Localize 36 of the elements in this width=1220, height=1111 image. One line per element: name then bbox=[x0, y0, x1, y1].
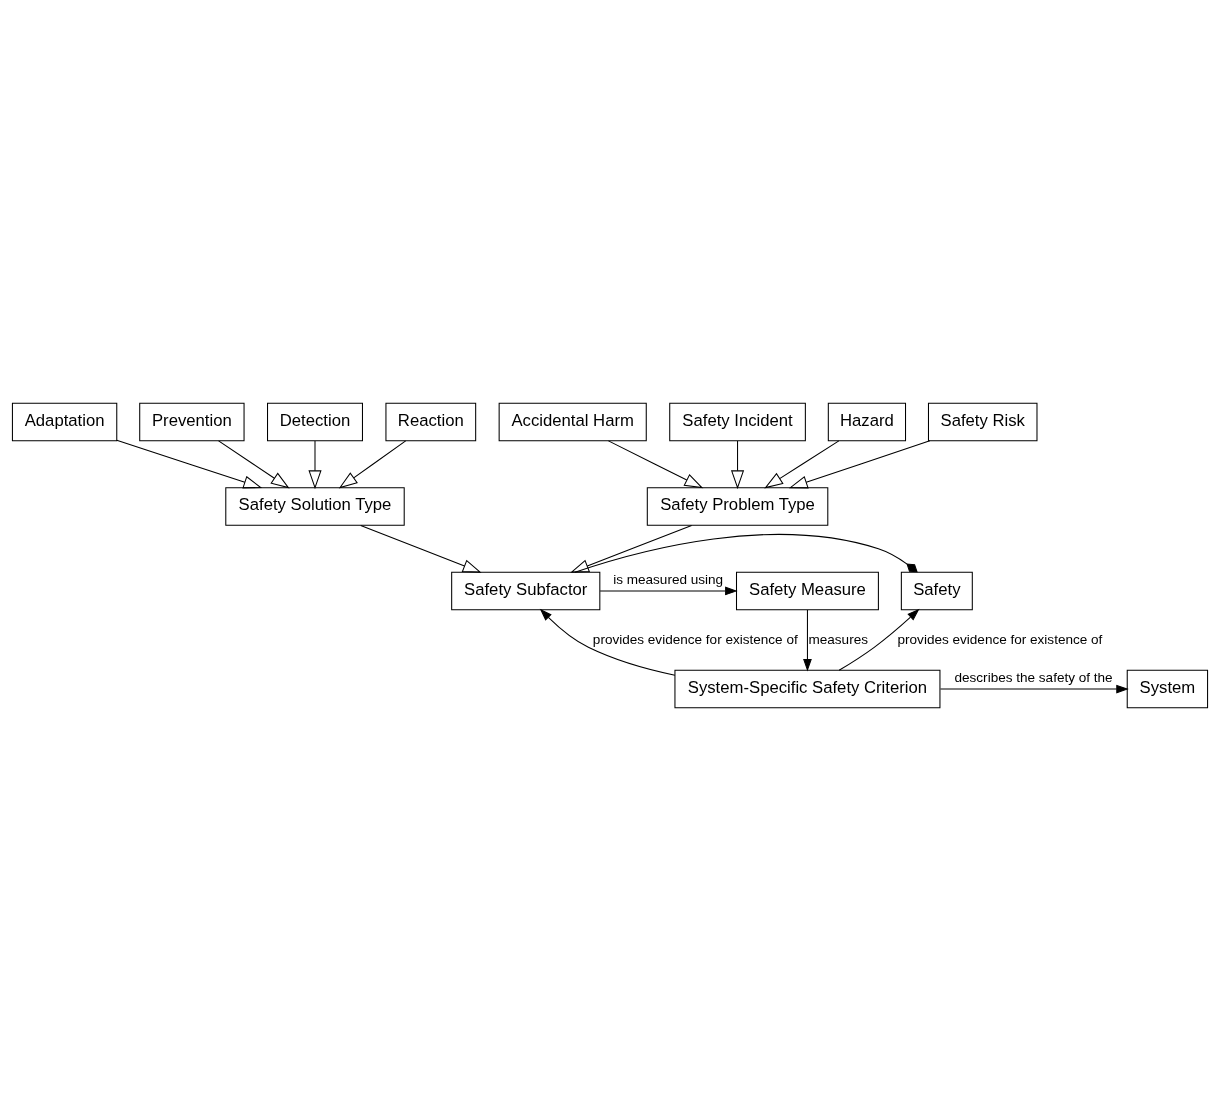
node-box: Safety Problem Type bbox=[646, 487, 829, 526]
arrow bbox=[607, 440, 704, 489]
node-box: Safety Subfactor bbox=[451, 571, 601, 611]
arrow bbox=[730, 440, 745, 490]
node-box: Prevention bbox=[139, 402, 245, 442]
arrow bbox=[764, 440, 840, 489]
node-box: Hazard bbox=[827, 402, 907, 442]
arrow bbox=[838, 608, 920, 671]
arrow bbox=[360, 524, 482, 573]
edge-label: measures bbox=[808, 631, 868, 647]
arrow bbox=[539, 608, 676, 676]
edge-label: provides evidence for existence of bbox=[592, 631, 798, 647]
arrow bbox=[939, 684, 1129, 694]
arrow bbox=[570, 524, 693, 573]
node-box: Adaptation bbox=[11, 402, 118, 442]
node-box: System-Specific Safety Criterion bbox=[674, 669, 941, 709]
connector bbox=[574, 534, 918, 573]
node-box: Reaction bbox=[385, 402, 477, 442]
node-box: Accidental Harm bbox=[498, 402, 647, 442]
node-box: Safety Measure bbox=[736, 571, 879, 611]
arrow bbox=[308, 440, 322, 490]
node-box: Safety bbox=[900, 571, 973, 611]
arrow bbox=[338, 440, 407, 489]
node-box: System bbox=[1126, 669, 1209, 709]
arrow bbox=[788, 440, 931, 489]
arrow bbox=[803, 609, 812, 672]
edge-label: provides evidence for existence of bbox=[897, 631, 1103, 647]
arrow bbox=[599, 586, 738, 596]
node-box: Safety Risk bbox=[927, 402, 1038, 442]
edge-label: is measured using bbox=[613, 572, 724, 588]
node-box: Safety Incident bbox=[669, 402, 806, 442]
arrow bbox=[116, 439, 263, 489]
edge-label: describes the safety of the bbox=[954, 670, 1113, 686]
node-box: Safety Solution Type bbox=[225, 487, 405, 526]
arrow bbox=[218, 440, 290, 489]
node-box: Detection bbox=[267, 402, 363, 442]
